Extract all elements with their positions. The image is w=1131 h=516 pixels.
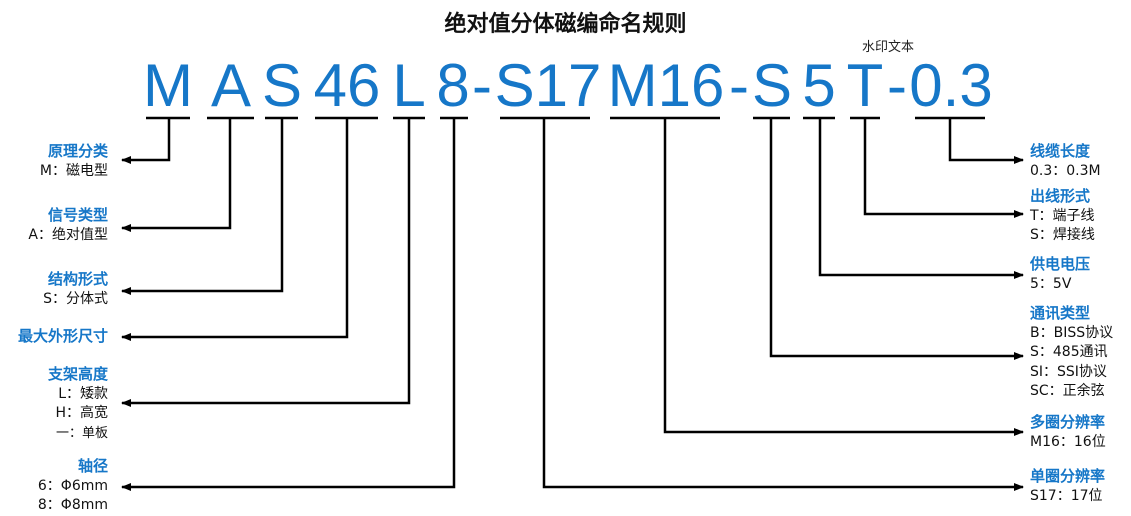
code-single-turn: S17	[494, 52, 602, 119]
label-size: 最大外形尺寸	[17, 327, 108, 345]
code-principle: M	[143, 52, 193, 119]
arrow-outlet	[863, 118, 1024, 218]
code-structure: S	[261, 52, 303, 119]
arrow-voltage	[818, 118, 1024, 279]
code-comm: S	[751, 52, 793, 119]
code-outlet: T	[846, 52, 884, 119]
arrow-size	[121, 118, 349, 341]
code-shaft: 8	[436, 52, 470, 119]
code-voltage: 5	[802, 52, 836, 119]
watermark: 水印文本	[862, 40, 915, 55]
arrow-signal	[121, 118, 232, 232]
code-multi-turn: M16	[607, 52, 725, 119]
arrow-comm	[769, 118, 1024, 360]
code-dash: -	[472, 52, 492, 119]
code-size: 46	[313, 52, 381, 119]
diagram-title: 绝对值分体磁编命名规则	[444, 12, 687, 37]
code-dash: -	[729, 52, 749, 119]
arrow-single-turn	[542, 118, 1024, 491]
arrow-cable	[948, 118, 1024, 164]
code-dash: -	[887, 52, 907, 119]
arrow-shaft	[121, 118, 456, 491]
code-bracket: L	[392, 52, 426, 119]
code-signal: A	[210, 52, 252, 119]
code-cable: 0.3	[909, 52, 993, 119]
arrow-multi-turn	[663, 118, 1024, 436]
arrow-principle	[121, 118, 171, 164]
arrow-bracket	[121, 118, 411, 407]
arrow-structure	[121, 118, 284, 295]
